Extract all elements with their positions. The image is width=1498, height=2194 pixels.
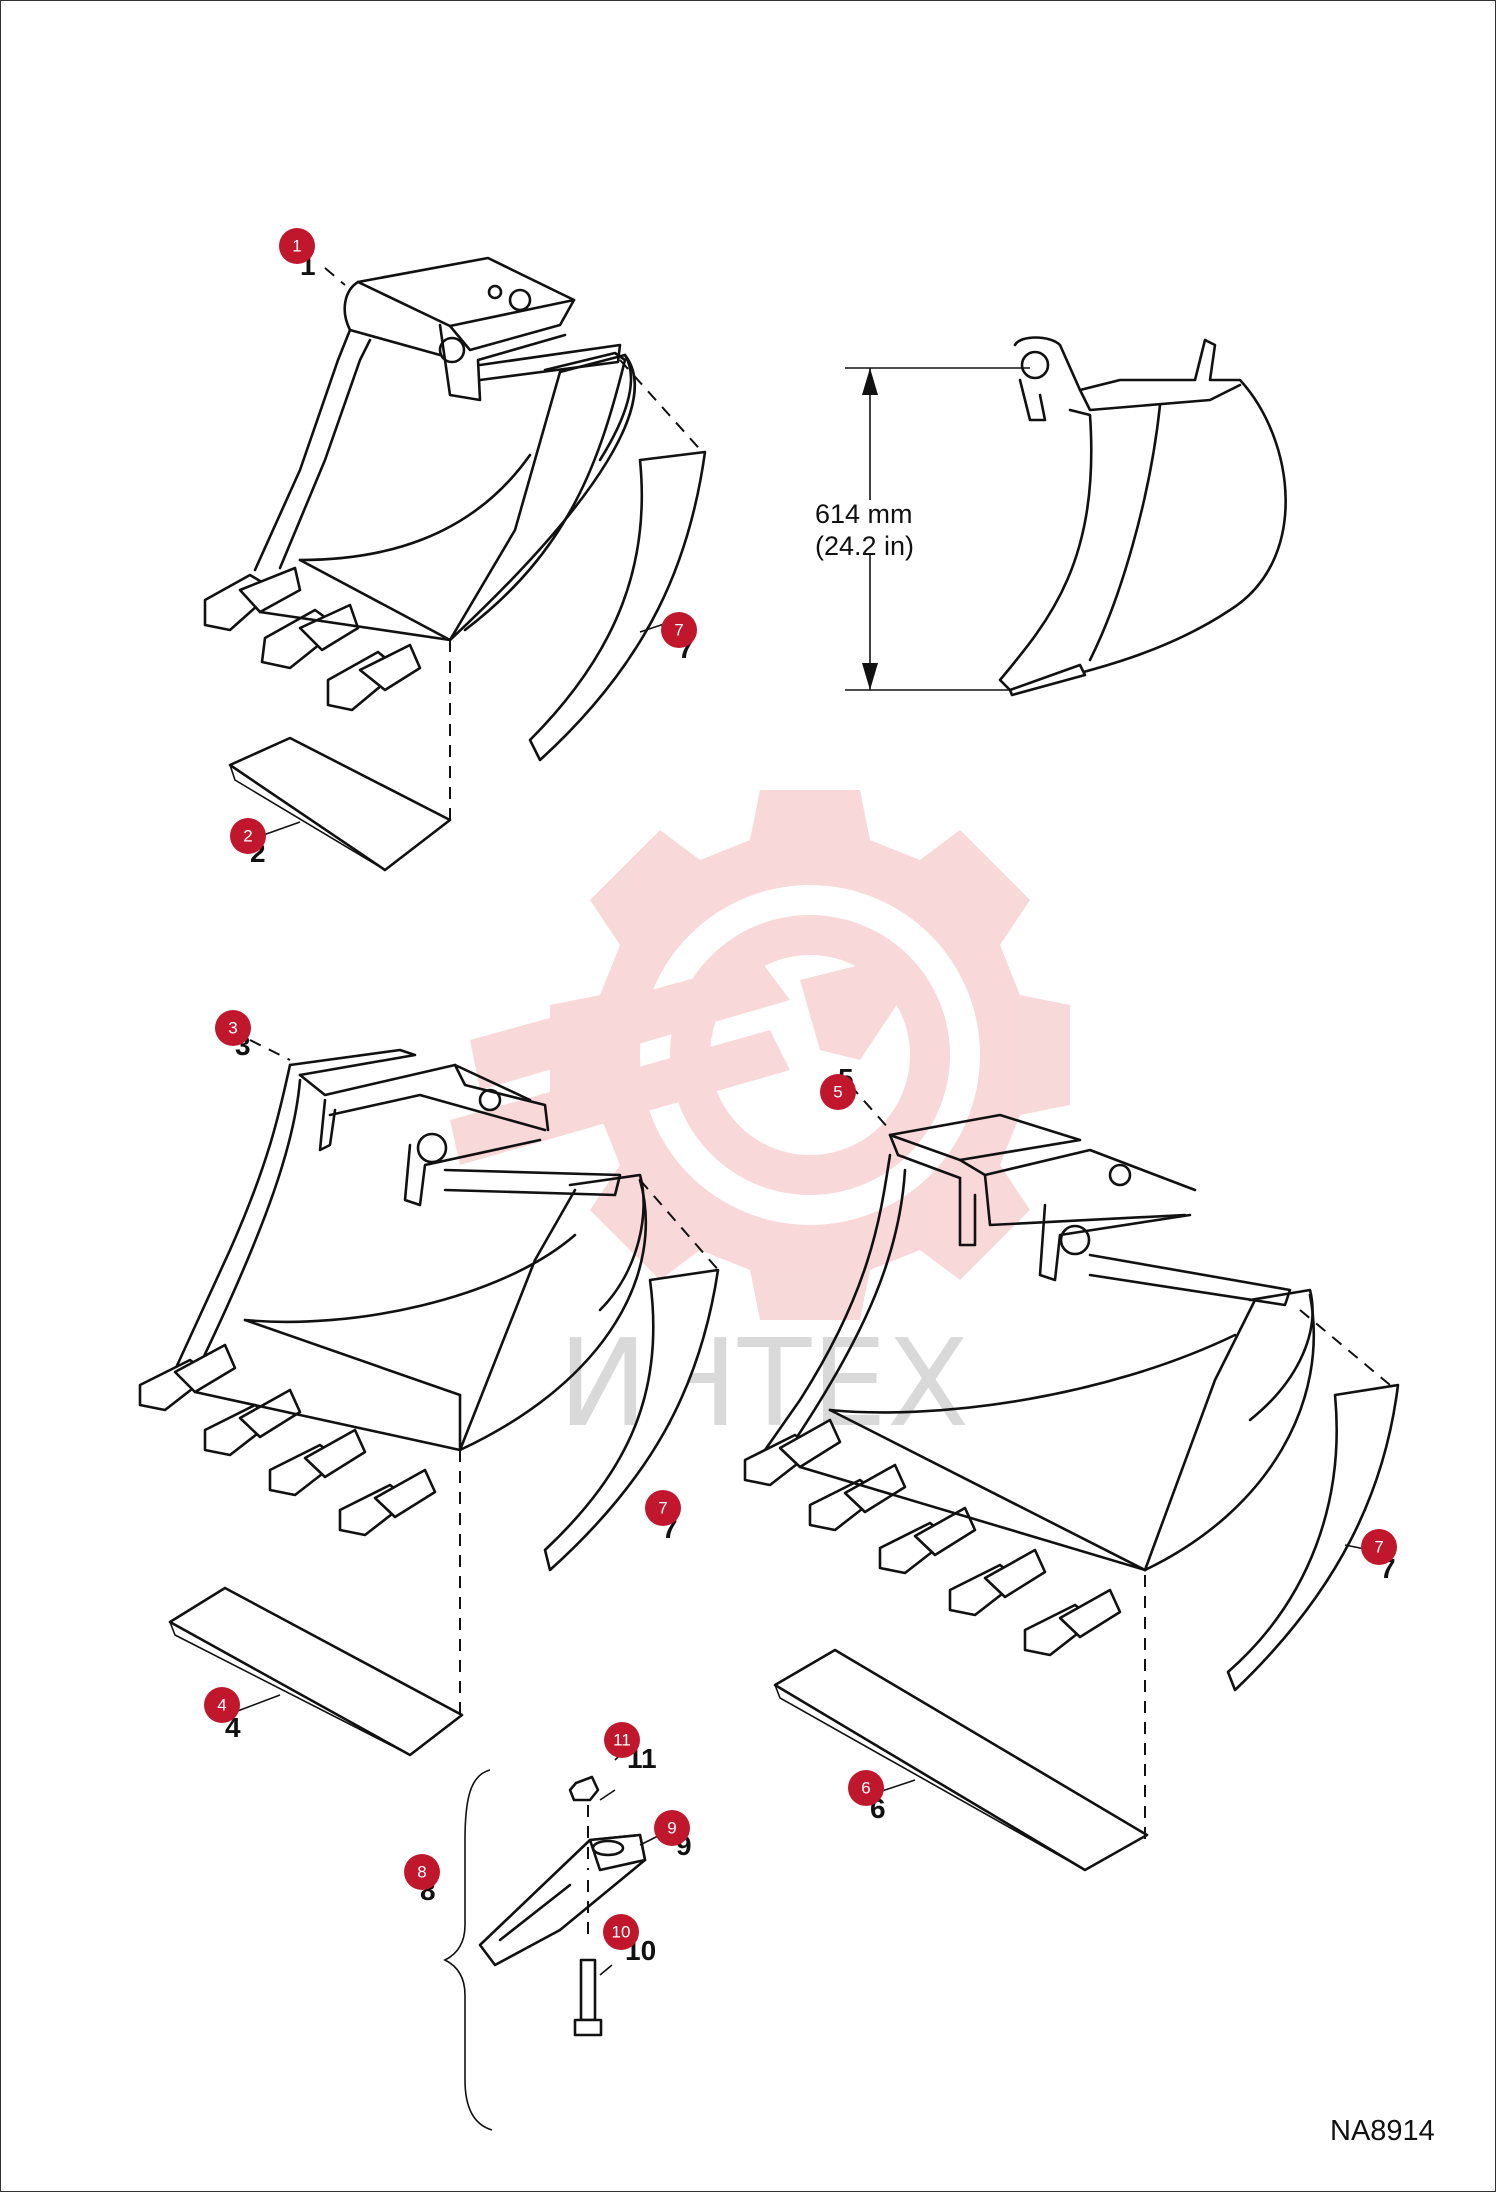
dimension-marker	[845, 367, 1030, 691]
svg-text:4: 4	[217, 1696, 226, 1715]
tooth-assembly	[443, 1769, 661, 2131]
callout-badge-11[interactable]: 11	[604, 1722, 640, 1758]
cutting-edge-1	[228, 736, 452, 872]
cutting-edge-3	[773, 1648, 1149, 1872]
svg-text:3: 3	[228, 1019, 237, 1038]
teeth-row-2	[138, 1343, 462, 1537]
teeth-row-3	[743, 1418, 1147, 1657]
callout-badge-4[interactable]: 4	[204, 1687, 240, 1723]
svg-text:5: 5	[833, 1083, 842, 1102]
bucket-profile	[998, 336, 1287, 697]
callout-badge-7c[interactable]: 7	[1361, 1529, 1397, 1565]
bucket-medium	[138, 1039, 721, 1715]
side-cutter-3	[1226, 1383, 1400, 1692]
svg-text:8: 8	[417, 1863, 426, 1882]
bucket-large	[743, 1084, 1391, 1840]
callout-badge-7a[interactable]: 7	[661, 612, 697, 648]
callout-badge-6[interactable]: 6	[848, 1770, 884, 1806]
svg-text:10: 10	[612, 1923, 631, 1942]
callout-badge-8[interactable]: 8	[404, 1854, 440, 1890]
callout-badge-1[interactable]: 1	[279, 228, 315, 264]
callout-badge-9[interactable]: 9	[654, 1810, 690, 1846]
bucket-small	[203, 256, 706, 820]
callout-badge-5[interactable]: 5	[820, 1074, 856, 1110]
svg-text:9: 9	[667, 1819, 676, 1838]
dimension-mm: 614 mm	[815, 499, 913, 529]
svg-text:7: 7	[674, 621, 683, 640]
callout-badge-2[interactable]: 2	[230, 818, 266, 854]
watermark-text: ИНТЕХ	[558, 1315, 969, 1454]
watermark-logo	[450, 790, 1070, 1320]
svg-text:7: 7	[1374, 1538, 1383, 1557]
svg-text:11: 11	[613, 1731, 631, 1750]
teeth-row-1	[203, 566, 452, 712]
svg-text:6: 6	[861, 1779, 870, 1798]
callout-badge-3[interactable]: 3	[215, 1010, 251, 1046]
callout-badge-10[interactable]: 10	[603, 1914, 639, 1950]
cutting-edge-2	[168, 1586, 464, 1757]
svg-text:7: 7	[658, 1499, 667, 1518]
svg-text:2: 2	[243, 827, 252, 846]
document-id: NA8914	[1330, 2115, 1435, 2147]
side-cutter-2	[543, 1268, 720, 1572]
svg-text:1: 1	[292, 237, 301, 256]
side-cutter-1	[528, 450, 707, 762]
dimension-in: (24.2 in)	[815, 531, 914, 561]
callout-badge-7b[interactable]: 7	[645, 1490, 681, 1526]
